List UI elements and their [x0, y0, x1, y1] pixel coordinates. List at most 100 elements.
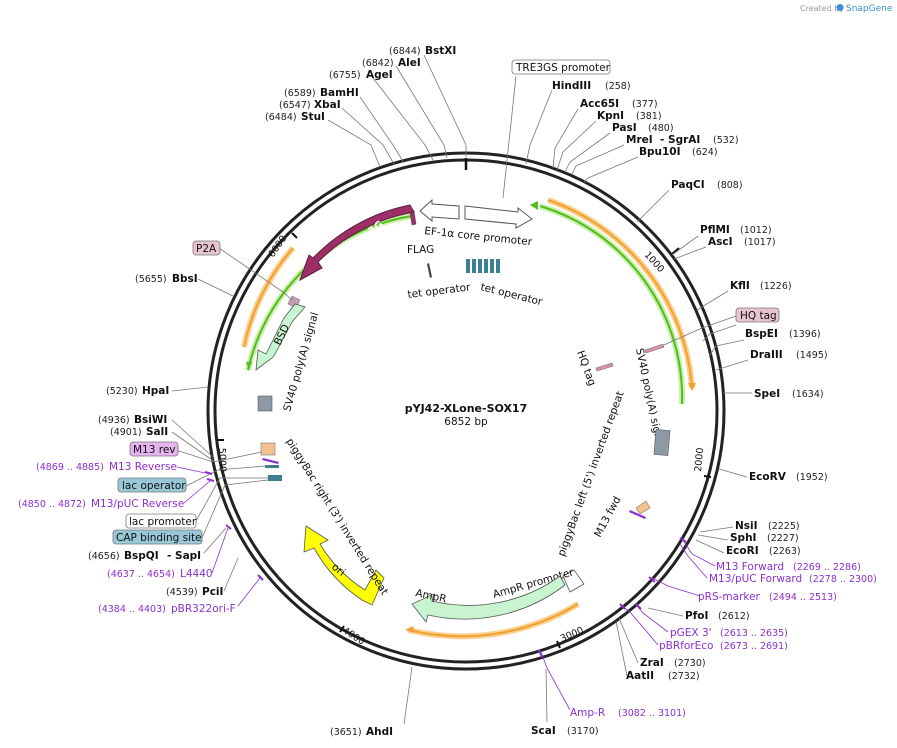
site-draiii: DraIII(1495) [750, 349, 828, 361]
svg-text:(1495): (1495) [796, 350, 828, 361]
site-hindiii: HindIII(258) [552, 80, 631, 92]
primer-pbr322ori-f: (4384 .. 4403) pBR322ori-F [98, 603, 236, 615]
lac-operator-ring-feature [265, 465, 279, 468]
svg-text:AatII: AatII [626, 670, 654, 682]
svg-text:(5230): (5230) [106, 386, 138, 397]
svg-text:BstXI: BstXI [425, 45, 456, 57]
ef1a-label: EF-1α core promoter [424, 225, 534, 248]
hq-tag-inner-label: HQ tag [574, 349, 598, 388]
primer-m13-puc-forward: M13/pUC Forward(2278 .. 2300) [709, 573, 877, 585]
primer-pbrforeco: pBRforEco(2673 .. 2691) [659, 640, 788, 652]
svg-text:AleI: AleI [398, 57, 421, 69]
svg-text:NsiI: NsiI [735, 520, 758, 532]
svg-text:PaqCI: PaqCI [671, 179, 705, 191]
svg-text:(4637 .. 4654): (4637 .. 4654) [107, 569, 175, 580]
plasmid-name: pYJ42-XLone-SOX17 [405, 402, 527, 415]
site-pcii: (4539) PciI [166, 586, 223, 598]
cap-binding-site-box [112, 529, 203, 545]
site-kfli: KflI(1226) [730, 280, 792, 292]
svg-text:XbaI: XbaI [314, 99, 341, 111]
svg-text:M13/pUC Forward: M13/pUC Forward [709, 573, 802, 585]
lac-operator-box [117, 477, 187, 493]
svg-text:(1396): (1396) [789, 329, 821, 340]
tick-2000: 2000 [693, 447, 706, 472]
site-bpu10i: Bpu10I(624) [639, 146, 718, 158]
svg-text:PciI: PciI [202, 586, 223, 598]
tet-operator-single [427, 263, 432, 278]
m13-fwd-ring-feature [629, 510, 646, 519]
svg-text:(3170): (3170) [567, 726, 599, 737]
svg-text:(2227): (2227) [767, 533, 799, 544]
svg-text:pBR322ori-F: pBR322ori-F [171, 603, 236, 615]
svg-text:(377): (377) [632, 99, 658, 110]
svg-text:(532): (532) [713, 135, 739, 146]
snapgene-logo-icon [836, 4, 844, 11]
svg-text:(480): (480) [648, 123, 674, 134]
svg-text:BamHI: BamHI [320, 87, 359, 99]
svg-text:ScaI: ScaI [531, 725, 556, 737]
piggybac-right-feature [260, 442, 276, 456]
site-bspei: BspEI(1396) [745, 328, 821, 340]
svg-text:(4539): (4539) [166, 587, 198, 598]
svg-text:(2612): (2612) [718, 611, 750, 622]
svg-text:Acc65I: Acc65I [580, 98, 619, 110]
svg-text:(2732): (2732) [668, 671, 700, 682]
m13-rev-box [129, 441, 179, 457]
svg-text:(624): (624) [692, 147, 718, 158]
svg-text:(2494 .. 2513): (2494 .. 2513) [769, 592, 837, 603]
tre3gs-promoter-box [511, 59, 611, 75]
hq-tag-inner-feature [595, 362, 614, 372]
svg-text:(1017): (1017) [744, 237, 776, 248]
hq-tag-box [735, 307, 780, 323]
primer-prs-marker: pRS-marker (2494 .. 2513) [698, 591, 837, 603]
tet-operator-cluster [466, 259, 500, 273]
svg-text:BsiWI: BsiWI [134, 414, 167, 426]
svg-text:(6842): (6842) [362, 58, 394, 69]
svg-text:(2673 .. 2691): (2673 .. 2691) [720, 641, 788, 652]
sv40-left-feature [257, 395, 273, 412]
svg-text:(1952): (1952) [796, 472, 828, 483]
svg-text:(2730): (2730) [674, 658, 706, 669]
svg-text:(4384 .. 4403): (4384 .. 4403) [98, 604, 166, 615]
sv40-right-feature [653, 429, 671, 456]
svg-text:HpaI: HpaI [142, 385, 169, 397]
svg-text:(6589): (6589) [284, 88, 316, 99]
svg-text:L4440: L4440 [180, 568, 213, 580]
svg-text:(2269 .. 2286): (2269 .. 2286) [793, 562, 861, 573]
site-pfoi: PfoI(2612) [685, 610, 750, 622]
leader-lines [171, 54, 752, 725]
site-pasi: PasI (480) [612, 122, 674, 134]
site-scai: ScaI (3170) [531, 725, 599, 737]
site-pflmi: PflMI(1012) [700, 224, 772, 236]
svg-text:AhdI: AhdI [366, 726, 393, 738]
credit-brand: SnapGene [846, 4, 893, 14]
ori-feature [303, 525, 385, 606]
primer-pgex-3: pGEX 3'(2613 .. 2635) [670, 627, 788, 639]
svg-text:(808): (808) [717, 180, 743, 191]
svg-text:(2225): (2225) [768, 521, 800, 532]
primer-amp-r: Amp-R(3082 .. 3101) [570, 707, 686, 719]
site-sali: (4901)SalI [110, 426, 168, 438]
svg-text:(6484): (6484) [265, 112, 297, 123]
tet-on-3g-feature [299, 204, 415, 282]
svg-text:M13 Reverse: M13 Reverse [109, 461, 177, 473]
svg-text:- SgrAI: - SgrAI [660, 134, 700, 146]
cap-binding-site-label: CAP binding site [116, 532, 202, 544]
site-sphi: SphI(2227) [730, 532, 799, 544]
site-alei: (6842) AleI [362, 57, 421, 69]
svg-text:PasI: PasI [612, 122, 637, 134]
ef1a-arrow-left [419, 198, 460, 223]
hq-tag-ring-feature [644, 343, 665, 354]
site-kpni: KpnI(381) [597, 110, 662, 122]
site-zrai: ZraI(2730) [640, 657, 706, 669]
svg-text:(4901): (4901) [110, 427, 142, 438]
svg-text:pRS-marker: pRS-marker [698, 591, 761, 603]
svg-text:(3651): (3651) [330, 727, 362, 738]
svg-text:(6844): (6844) [389, 46, 421, 57]
site-bamhi: (6589) BamHI [284, 87, 359, 99]
primer-ticks [204, 471, 687, 658]
site-bstxi: (6844) BstXI [389, 45, 456, 57]
svg-text:(2263): (2263) [769, 546, 801, 557]
site-paqci: PaqCI (808) [671, 179, 743, 191]
